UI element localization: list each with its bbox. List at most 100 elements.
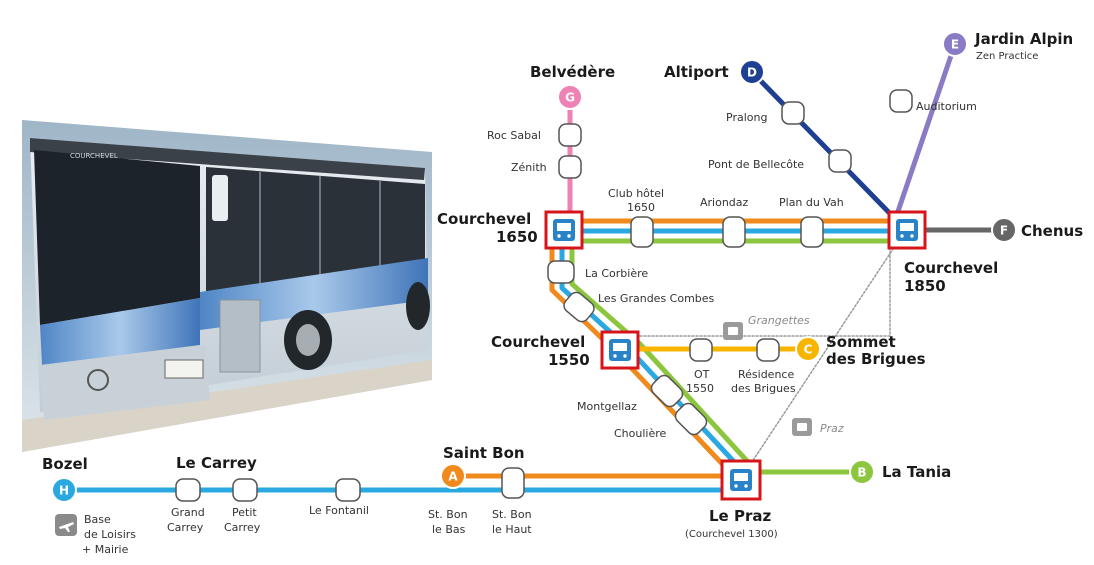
label-jardin-alpin: Jardin Alpin: [974, 30, 1073, 48]
stop-marker-residence: [756, 338, 780, 362]
dotted-link-grangettes: [619, 239, 891, 337]
label-bozel: Bozel: [42, 455, 88, 473]
label-belvedere: Belvédère: [530, 63, 615, 81]
label-le-praz-sub: (Courchevel 1300): [685, 529, 778, 540]
label-petit-carrey-2: Carrey: [224, 521, 261, 534]
terminal-badges: H A B C D E F G: [51, 31, 1017, 503]
line-d: [749, 69, 909, 233]
stop-marker-grand-carrey: [175, 478, 201, 502]
stop-marker-le-fontanil: [335, 478, 361, 502]
stop-markers: [175, 89, 913, 502]
svg-text:G: G: [565, 91, 575, 105]
label-ot-2: 1550: [686, 382, 714, 395]
label-residence-1: Résidence: [738, 368, 794, 381]
label-montgellaz: Montgellaz: [577, 400, 637, 413]
stop-marker-club-hotel: [630, 216, 654, 248]
label-pont-de-bellecote: Pont de Bellecôte: [708, 158, 804, 171]
label-zen-practice: Zen Practice: [976, 51, 1038, 62]
dotted-link-praz: [739, 245, 896, 481]
label-courchevel-1550-b: 1550: [548, 351, 590, 369]
label-st-bon-bas-1: St. Bon: [428, 508, 468, 521]
label-pralong: Pralong: [726, 111, 767, 124]
stop-marker-chouliere: [674, 402, 708, 436]
label-base-1: Base: [84, 513, 111, 526]
label-courchevel-1850-a: Courchevel: [904, 259, 998, 277]
label-grand-carrey-2: Carrey: [167, 521, 204, 534]
map-labels: Bozel Le Carrey Saint Bon La Tania Somme…: [42, 30, 1083, 556]
label-club-hotel-1: Club hôtel: [608, 187, 664, 200]
stop-marker-zenith: [558, 155, 582, 179]
svg-text:E: E: [951, 38, 959, 52]
label-courchevel-1550-a: Courchevel: [491, 333, 585, 351]
badge-b: B: [849, 459, 875, 485]
bus-destination-display: COURCHEVEL: [70, 152, 118, 160]
badge-g: G: [557, 84, 583, 110]
svg-text:D: D: [747, 66, 757, 80]
label-club-hotel-2: 1650: [627, 201, 655, 214]
label-courchevel-1650-b: 1650: [496, 228, 538, 246]
stop-marker-auditorium: [889, 89, 913, 113]
label-la-corbiere: La Corbière: [585, 267, 648, 280]
label-residence-2: des Brigues: [731, 382, 796, 395]
badge-a: A: [440, 463, 466, 489]
label-grand-carrey-1: Grand: [171, 506, 205, 519]
stop-marker-plan-du-vah: [800, 216, 824, 248]
label-grangettes: Grangettes: [748, 314, 810, 327]
svg-text:C: C: [804, 343, 813, 357]
label-sommet-1: Sommet: [826, 333, 896, 351]
label-plan-du-vah: Plan du Vah: [779, 196, 844, 209]
badge-e: E: [942, 31, 968, 57]
svg-text:H: H: [59, 484, 69, 498]
stop-marker-petit-carrey: [232, 478, 258, 502]
hub-icon-le-praz: [720, 459, 762, 501]
label-chouliere: Choulière: [614, 427, 667, 440]
stop-marker-les-grandes-combes: [563, 291, 595, 323]
bus-photo: COURCHEVEL: [22, 120, 432, 452]
badge-h: H: [51, 477, 77, 503]
label-le-fontanil: Le Fontanil: [309, 504, 369, 517]
label-courchevel-1650-a: Courchevel: [437, 210, 531, 228]
stop-marker-st-bon-haut: [501, 467, 525, 499]
stop-marker-ariondaz: [722, 216, 746, 248]
label-base-2: de Loisirs: [84, 528, 136, 541]
hub-icon-courchevel-1850: [887, 210, 927, 250]
stop-marker-la-corbiere: [547, 260, 575, 284]
label-ariondaz: Ariondaz: [700, 196, 749, 209]
svg-text:F: F: [1000, 224, 1008, 238]
label-les-grandes-combes: Les Grandes Combes: [598, 292, 715, 305]
label-ot-1: OT: [694, 368, 710, 381]
plane-icon: [55, 514, 77, 536]
stop-marker-ot-1550: [689, 338, 713, 362]
stop-marker-montgellaz: [650, 374, 684, 408]
hub-icon-courchevel-1550: [600, 330, 640, 370]
label-courchevel-1850-b: 1850: [904, 277, 946, 295]
descent-orange: [549, 228, 731, 473]
label-le-carrey: Le Carrey: [176, 454, 257, 472]
stop-marker-pont-de-bellecote: [828, 149, 852, 173]
label-base-3: + Mairie: [82, 543, 129, 556]
label-la-tania: La Tania: [882, 463, 951, 481]
label-chenus: Chenus: [1021, 222, 1083, 240]
hub-icons: [544, 210, 927, 501]
label-roc-sabal: Roc Sabal: [487, 129, 541, 142]
svg-text:A: A: [448, 470, 458, 484]
label-praz: Praz: [820, 422, 844, 435]
hub-icon-courchevel-1650: [544, 210, 584, 250]
stop-marker-pralong: [781, 101, 805, 125]
label-petit-carrey-1: Petit: [232, 506, 257, 519]
grey-stop-icons: [723, 322, 812, 436]
label-st-bon-haut-1: St. Bon: [492, 508, 532, 521]
svg-text:B: B: [857, 466, 866, 480]
badge-d: D: [739, 59, 765, 85]
label-le-praz: Le Praz: [709, 507, 771, 525]
badge-f: F: [991, 217, 1017, 243]
label-st-bon-haut-2: le Haut: [492, 523, 532, 536]
stop-marker-roc-sabal: [558, 123, 582, 147]
label-altiport: Altiport: [664, 63, 729, 81]
label-sommet-2: des Brigues: [826, 350, 926, 368]
label-zenith: Zénith: [511, 161, 547, 174]
badge-c: C: [795, 336, 821, 362]
line-e: [890, 41, 958, 229]
label-st-bon-bas-2: le Bas: [432, 523, 466, 536]
